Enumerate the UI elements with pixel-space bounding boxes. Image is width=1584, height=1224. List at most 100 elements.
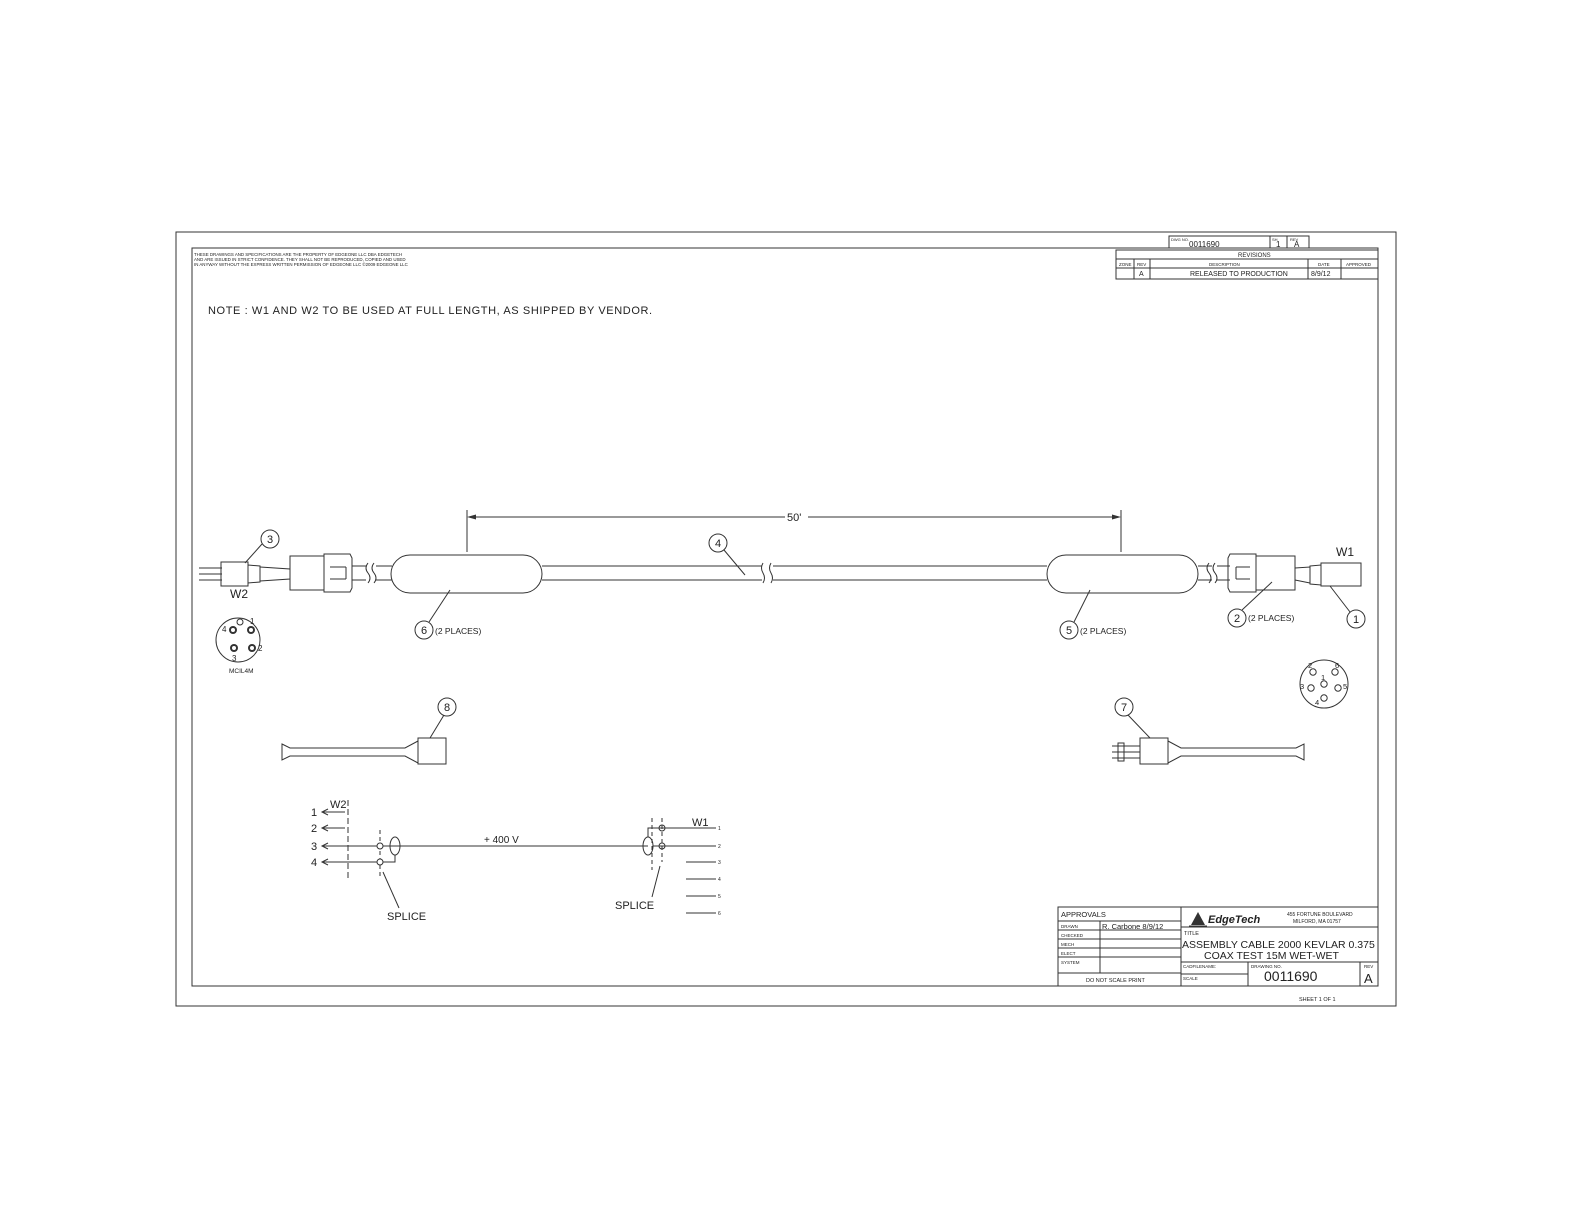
svg-text:3: 3 [1300, 682, 1304, 691]
svg-text:REV: REV [1364, 964, 1373, 969]
svg-text:3: 3 [311, 841, 317, 853]
company-name: EdgeTech [1208, 914, 1260, 926]
svg-text:CHECKED: CHECKED [1061, 933, 1084, 938]
svg-text:IN ANYWAY WITHOUT THE EXPRESS: IN ANYWAY WITHOUT THE EXPRESS WRITTEN PE… [194, 262, 408, 267]
splice-right-label: SPLICE [615, 900, 654, 912]
svg-text:APPROVED: APPROVED [1346, 262, 1372, 267]
rev-row-date: 8/9/12 [1311, 271, 1331, 278]
callout-5-places: (2 PLACES) [1080, 626, 1126, 636]
callout-6: 6 (2 PLACES) [414, 589, 481, 640]
svg-text:455 FORTUNE BOULEVARD: 455 FORTUNE BOULEVARD [1287, 912, 1353, 918]
top-rev: A [1294, 240, 1300, 249]
top-rev-caption: REV [1290, 237, 1299, 242]
cable-assembly [199, 553, 1362, 594]
w2-connector [199, 553, 377, 593]
svg-text:8: 8 [444, 702, 450, 714]
svg-text:SYSTEM: SYSTEM [1061, 960, 1080, 965]
svg-text:MECH: MECH [1061, 942, 1074, 947]
edgetech-logo-icon [1191, 912, 1205, 925]
svg-text:2: 2 [311, 823, 317, 835]
approvals-label: APPROVALS [1061, 910, 1106, 919]
w2-connector-face: 4 1 2 3 MCIL4M [215, 617, 263, 675]
wiring-schematic: W2 1 2 3 4 SPLICE + 400 V W1 1 2 [311, 799, 721, 923]
svg-text:3: 3 [232, 654, 237, 663]
right-overmold [1046, 554, 1199, 594]
voltage-label: + 400 V [484, 835, 519, 846]
callout-2-places: (2 PLACES) [1248, 613, 1294, 623]
svg-text:DRAWING NO.: DRAWING NO. [1251, 964, 1282, 969]
title-line-2: COAX TEST 15M WET-WET [1204, 950, 1340, 962]
item-7-cable: 7 [1112, 697, 1305, 765]
w2-connector-type: MCIL4M [229, 668, 254, 675]
svg-text:3: 3 [718, 860, 721, 866]
svg-text:1: 1 [311, 807, 317, 819]
svg-text:4: 4 [718, 877, 721, 883]
top-dwg-caption: DWG NO. [1171, 237, 1189, 242]
w1-label: W1 [1336, 545, 1354, 559]
callout-2: 2 (2 PLACES) [1227, 581, 1294, 628]
w1-connector [1227, 553, 1362, 593]
item-8-cable: 8 [281, 697, 457, 765]
svg-text:2: 2 [1234, 613, 1240, 625]
w1-connector-face: 1 2 3 4 5 6 [1299, 659, 1349, 709]
svg-text:SCALE: SCALE [1183, 976, 1198, 981]
svg-text:1: 1 [1353, 614, 1359, 626]
svg-text:CADFILENAME:: CADFILENAME: [1183, 964, 1216, 969]
dimension-label: 50' [787, 512, 801, 524]
svg-text:2: 2 [1308, 661, 1312, 670]
left-overmold [390, 554, 543, 594]
general-note: NOTE : W1 AND W2 TO BE USED AT FULL LENG… [208, 305, 653, 317]
title-block-dwg-number: 0011690 [1264, 968, 1318, 984]
svg-text:4: 4 [1315, 698, 1319, 707]
top-sheet-number: 1 [1276, 240, 1281, 249]
svg-text:5: 5 [1066, 625, 1072, 637]
title-block: APPROVALS DRAWN R. Carbone 8/9/12 CHECKE… [1057, 906, 1379, 987]
top-dwg-box: DWG NO. 0011690 SH 1 REV A [1168, 235, 1310, 249]
svg-text:4: 4 [222, 625, 227, 634]
svg-text:6: 6 [718, 911, 721, 917]
outer-frame [175, 231, 1397, 1007]
sheet-count: SHEET 1 OF 1 [1299, 997, 1336, 1003]
svg-text:1: 1 [718, 826, 721, 832]
splice-left-label: SPLICE [387, 911, 426, 923]
svg-text:MILFORD, MA 01757: MILFORD, MA 01757 [1293, 919, 1341, 925]
callout-4: 4 [708, 533, 746, 576]
revisions-title: REVISIONS [1238, 253, 1271, 259]
svg-text:5: 5 [718, 894, 721, 900]
svg-text:THESE DRAWINGS AND SPECIFICATI: THESE DRAWINGS AND SPECIFICATIONS ARE TH… [194, 252, 402, 257]
callout-5: 5 (2 PLACES) [1059, 589, 1126, 640]
svg-text:6: 6 [421, 625, 427, 637]
revisions-table: REVISIONS ZONE REV DESCRIPTION DATE APPR… [1115, 249, 1379, 280]
svg-text:AND ARE ISSUED IN STRICT CONFI: AND ARE ISSUED IN STRICT CONFIDENCE. THE… [194, 257, 406, 262]
svg-text:1: 1 [1321, 673, 1325, 682]
svg-text:DATE: DATE [1318, 262, 1330, 267]
svg-text:1: 1 [250, 617, 255, 626]
svg-text:ELECT: ELECT [1061, 951, 1076, 956]
schematic-w2-label: W2 [330, 799, 347, 811]
callout-3: 3 [244, 529, 280, 564]
schematic-w1-label: W1 [692, 817, 709, 829]
callout-6-places: (2 PLACES) [435, 626, 481, 636]
title-line-1: ASSEMBLY CABLE 2000 KEVLAR 0.375 [1182, 939, 1375, 951]
svg-text:2: 2 [718, 844, 721, 850]
rev-row-rev: A [1139, 271, 1144, 278]
svg-text:4: 4 [311, 857, 317, 869]
rev-row-description: RELEASED TO PRODUCTION [1190, 271, 1288, 278]
top-dwg-number: 0011690 [1189, 240, 1220, 249]
svg-text:5: 5 [1343, 682, 1347, 691]
svg-text:ZONE: ZONE [1119, 262, 1132, 267]
svg-text:7: 7 [1121, 702, 1127, 714]
w2-label: W2 [230, 587, 248, 601]
svg-text:DESCRIPTION: DESCRIPTION [1209, 262, 1240, 267]
drawn-by: R. Carbone 8/9/12 [1102, 922, 1163, 931]
title-block-rev: A [1364, 971, 1373, 986]
svg-text:3: 3 [267, 534, 273, 546]
svg-text:REV: REV [1137, 262, 1146, 267]
dimension-50ft: 50' [466, 510, 1122, 552]
title-caption: TITLE [1184, 931, 1199, 937]
do-not-scale: DO NOT SCALE PRINT [1086, 978, 1146, 984]
proprietary-notice: THESE DRAWINGS AND SPECIFICATIONS ARE TH… [194, 252, 408, 267]
inner-frame [191, 247, 1379, 987]
callout-1: 1 [1329, 585, 1366, 629]
